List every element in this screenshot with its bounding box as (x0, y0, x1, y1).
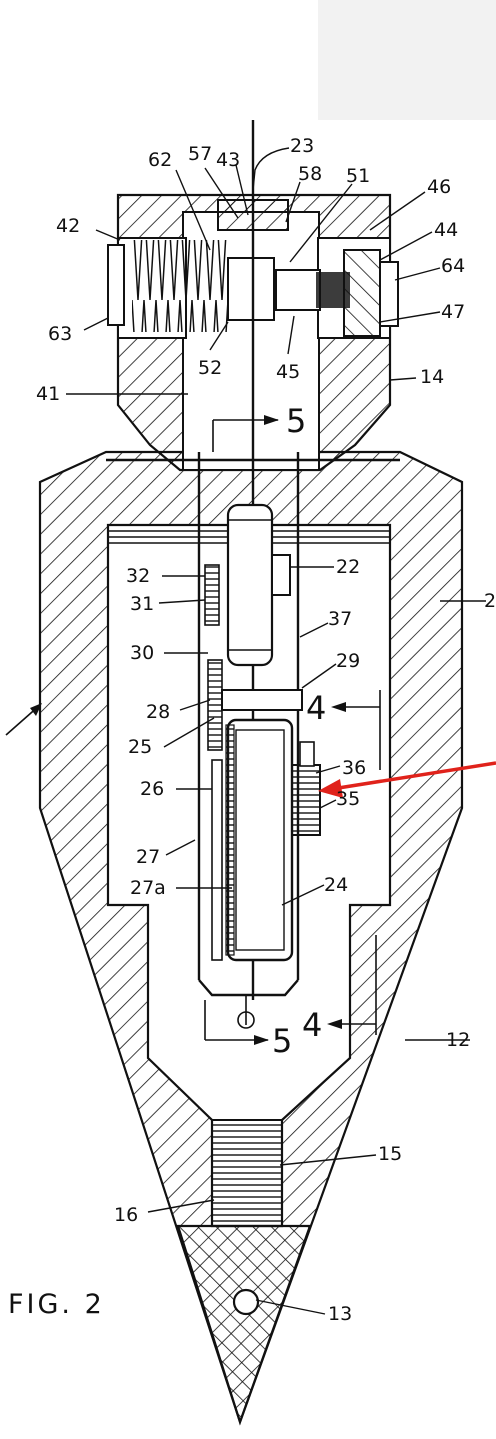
callout-12: 12 (446, 1029, 470, 1051)
callout-25: 25 (128, 736, 152, 758)
callout-45: 45 (276, 361, 300, 383)
reel-22 (226, 503, 274, 667)
callout-27a: 27a (130, 877, 166, 899)
motor-24 (226, 718, 294, 962)
callout-32: 32 (126, 565, 150, 587)
section-line-4-bottom (327, 935, 377, 1035)
callout-64: 64 (441, 255, 465, 277)
callout-31: 31 (130, 593, 154, 615)
callout-30: 30 (130, 642, 154, 664)
spring-62 (132, 240, 228, 332)
callout-24: 24 (324, 874, 348, 896)
end-cap-42 (107, 244, 125, 326)
section-line-5-top (212, 415, 279, 452)
callout-14: 14 (420, 366, 444, 388)
callout-16: 16 (114, 1204, 138, 1226)
ref-arrow-left (5, 703, 42, 736)
callout-27: 27 (136, 846, 160, 868)
callout-36: 36 (342, 757, 366, 779)
platform-29 (221, 689, 303, 711)
callout-37: 37 (328, 608, 352, 630)
callout-28: 28 (146, 701, 170, 723)
tip-13 (176, 1224, 312, 1426)
scan-corner (318, 0, 496, 120)
callout-63: 63 (48, 323, 72, 345)
callout-22: 22 (336, 556, 360, 578)
red-pointer-arrow (318, 761, 496, 798)
callout-labels: 23 57 43 62 58 51 46 42 44 64 63 47 52 4… (8, 135, 496, 1325)
callout-44: 44 (434, 219, 458, 241)
callout-62: 62 (148, 149, 172, 171)
section-label-5-top: 5 (286, 402, 306, 440)
callout-52: 52 (198, 357, 222, 379)
callout-46: 46 (427, 176, 451, 198)
threaded-bore (211, 1119, 283, 1227)
leader-lines (66, 147, 486, 1315)
section-label-5-bottom: 5 (272, 1022, 292, 1060)
callout-47: 47 (441, 301, 465, 323)
section-line-5-bottom (204, 1000, 269, 1045)
callout-58: 58 (298, 163, 322, 185)
section-line-4-top (331, 690, 381, 770)
tip-hole (232, 1288, 260, 1316)
callout-41: 41 (36, 383, 60, 405)
contact-47 (343, 249, 381, 337)
callout-57: 57 (188, 143, 212, 165)
callout-23: 23 (290, 135, 314, 157)
plunger-45 (275, 269, 321, 311)
callout-43: 43 (216, 149, 240, 171)
end-cap-64 (379, 261, 399, 327)
callout-51: 51 (346, 165, 370, 187)
callout-2: 2 (484, 590, 496, 612)
callout-15: 15 (378, 1143, 402, 1165)
callout-13: 13 (328, 1303, 352, 1325)
callout-29: 29 (336, 650, 360, 672)
gear-35 (291, 764, 321, 836)
plunger-52 (227, 257, 275, 321)
callout-42: 42 (56, 215, 80, 237)
gear-28 (207, 659, 223, 751)
callout-35: 35 (336, 788, 360, 810)
callout-26: 26 (140, 778, 164, 800)
shaft-26 (211, 759, 223, 961)
section-label-4-bottom: 4 (302, 1006, 322, 1044)
figure-label: FIG. 2 (8, 1289, 105, 1320)
section-label-4-top: 4 (306, 689, 326, 727)
gear-31 (204, 564, 220, 626)
